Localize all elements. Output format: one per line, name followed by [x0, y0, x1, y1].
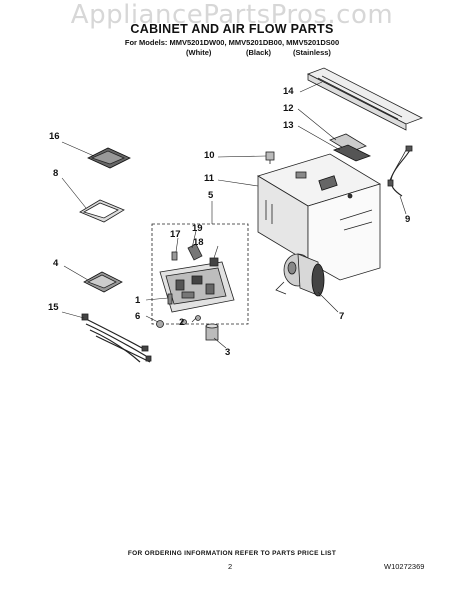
part-16-grease-filter — [87, 147, 131, 169]
part-14-vent-grille — [307, 67, 423, 131]
part-19-connector — [187, 243, 203, 261]
callout-10: 10 — [204, 150, 215, 161]
part-1-pin — [167, 293, 173, 305]
models-line: For Models: MMV5201DW00, MMV5201DB00, MM… — [124, 38, 340, 47]
callout-18: 18 — [193, 237, 204, 248]
variant-white: (White) — [186, 48, 212, 57]
part-13-filter-bracket — [332, 144, 372, 162]
watermark: AppliancePartsPros.com — [70, 0, 394, 30]
callout-9: 9 — [405, 214, 411, 225]
part-18-relay — [209, 257, 219, 267]
callout-16: 16 — [49, 131, 60, 142]
part-17-fuse — [171, 251, 178, 261]
part-8-panel — [79, 199, 125, 223]
callout-7: 7 — [339, 311, 345, 322]
callout-12: 12 — [283, 103, 294, 114]
page-title: CABINET AND AIR FLOW PARTS — [130, 22, 334, 36]
part-5-control-board — [159, 261, 235, 313]
callout-1: 1 — [135, 295, 141, 306]
callout-8: 8 — [53, 168, 59, 179]
callout-11: 11 — [204, 173, 215, 184]
part-5-group-outline — [151, 223, 249, 325]
callout-13: 13 — [283, 120, 294, 131]
callout-6: 6 — [135, 311, 141, 322]
leader-lines — [61, 81, 407, 349]
callout-19: 19 — [192, 223, 203, 234]
part-10-switch — [265, 151, 275, 164]
part-15-wiring — [81, 313, 152, 363]
part-2-screw — [181, 315, 201, 325]
document-id: W10272369 — [384, 562, 425, 571]
part-11-cabinet — [257, 153, 381, 281]
part-6-screw — [156, 320, 164, 328]
part-7-blower-motor — [275, 253, 325, 297]
page-number: 2 — [228, 562, 233, 571]
callout-15: 15 — [48, 302, 59, 313]
callout-14: 14 — [283, 86, 294, 97]
callout-2: 2 — [179, 317, 185, 328]
part-3-capacitor — [205, 323, 219, 341]
part-4-tray — [83, 271, 123, 293]
part-9-wire-harness — [387, 145, 413, 197]
callout-3: 3 — [225, 347, 231, 358]
callout-4: 4 — [53, 258, 59, 269]
variant-stainless: (Stainless) — [293, 48, 331, 57]
ordering-footer: FOR ORDERING INFORMATION REFER TO PARTS … — [127, 550, 337, 557]
callout-5: 5 — [208, 190, 214, 201]
callout-17: 17 — [170, 229, 181, 240]
variant-black: (Black) — [246, 48, 272, 57]
